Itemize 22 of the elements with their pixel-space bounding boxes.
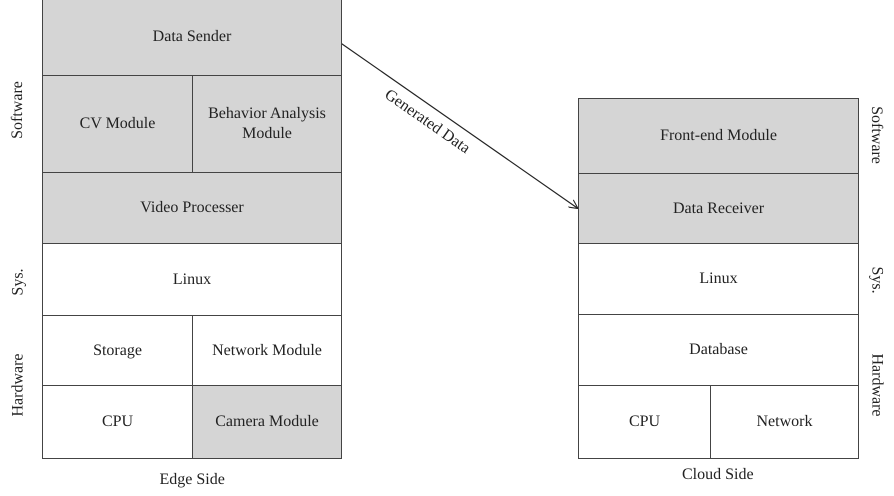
arrow [340,42,579,210]
layer-label: Sys. [9,268,28,296]
software-layer-box: Data Receiver [578,173,859,244]
layer-label: Sys. [867,266,886,294]
layer-label: Software [866,106,885,164]
hardware-box: Database [578,314,859,386]
hardware-box: Camera Module [192,385,342,459]
side-caption: Edge Side [160,471,225,489]
layer-label: Hardware [867,353,886,417]
software-layer-box: Data Sender [42,0,342,76]
software-module-box: CV Module [42,75,193,173]
os-layer-box: Linux [578,243,859,315]
layer-label: Software [8,81,27,139]
hardware-box: CPU [578,385,711,459]
side-caption: Cloud Side [682,466,754,484]
software-layer-box: Front-end Module [578,98,859,174]
hardware-box: CPU [42,385,193,459]
software-layer-box: Video Processer [42,172,342,244]
hardware-box: Network [710,385,859,459]
software-module-box: Behavior Analysis Module [192,75,342,173]
layer-label: Hardware [9,353,28,417]
os-layer-box: Linux [42,243,342,316]
